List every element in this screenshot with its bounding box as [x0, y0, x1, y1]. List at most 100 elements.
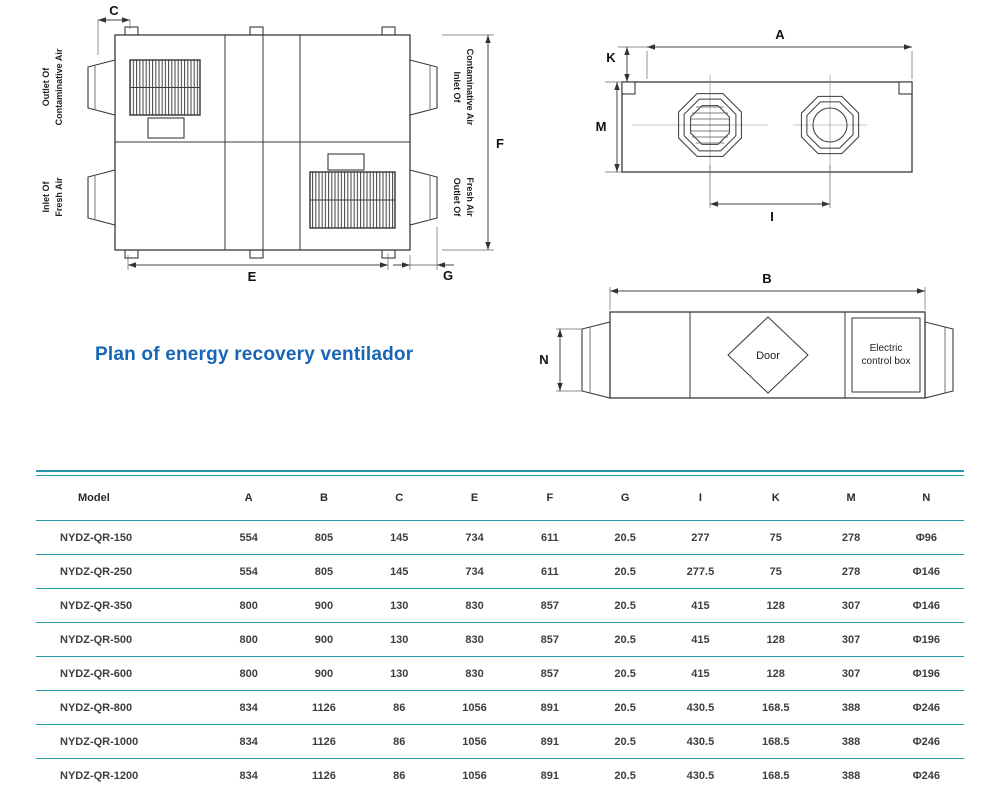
- model-cell: NYDZ-QR-1000: [36, 724, 211, 759]
- value-cell: 145: [361, 554, 437, 589]
- label-outlet-contaminative-2: Contaminative Air: [54, 48, 64, 125]
- control-box-label-1: Electric: [870, 343, 903, 354]
- value-cell: 830: [436, 588, 513, 623]
- value-cell: 168.5: [738, 690, 814, 725]
- column-header-m: M: [813, 475, 889, 521]
- fan-opening-right: [800, 95, 860, 155]
- value-cell: 277.5: [662, 554, 739, 589]
- value-cell: 128: [738, 622, 814, 657]
- model-cell: NYDZ-QR-350: [36, 588, 211, 623]
- model-cell: NYDZ-QR-600: [36, 656, 211, 691]
- value-cell: 430.5: [662, 724, 739, 759]
- dimension-e: E: [127, 253, 389, 284]
- value-cell: 1126: [286, 724, 362, 759]
- column-header-a: A: [211, 475, 287, 521]
- value-cell: 611: [512, 520, 588, 555]
- value-cell: 1056: [436, 690, 513, 725]
- duct-stubs: [87, 59, 438, 226]
- value-cell: 145: [361, 520, 437, 555]
- door-panel: [727, 316, 809, 394]
- value-cell: 734: [436, 520, 513, 555]
- value-cell: 834: [211, 724, 287, 759]
- value-cell: 1126: [286, 758, 362, 791]
- value-cell: 800: [211, 622, 287, 657]
- value-cell: 20.5: [587, 656, 663, 691]
- fan-grille-top-left: [129, 59, 201, 139]
- dimension-c: C: [97, 3, 131, 55]
- value-cell: 20.5: [587, 554, 663, 589]
- value-cell: 307: [813, 588, 889, 623]
- value-cell: 415: [662, 588, 739, 623]
- dim-label-c: C: [109, 3, 119, 18]
- value-cell: 800: [211, 656, 287, 691]
- value-cell: 900: [286, 622, 362, 657]
- model-cell: NYDZ-QR-800: [36, 690, 211, 725]
- value-cell: 388: [813, 690, 889, 725]
- value-cell: 834: [211, 758, 287, 791]
- model-cell: NYDZ-QR-500: [36, 622, 211, 657]
- value-cell: 168.5: [738, 724, 814, 759]
- front-body: Door Electric control box: [581, 311, 954, 399]
- value-cell: 388: [813, 724, 889, 759]
- value-cell: 277: [662, 520, 739, 555]
- value-cell: 20.5: [587, 588, 663, 623]
- value-cell: 130: [361, 622, 437, 657]
- value-cell: Φ196: [888, 622, 964, 657]
- value-cell: 388: [813, 758, 889, 791]
- model-cell: NYDZ-QR-250: [36, 554, 211, 589]
- dimension-a: A: [646, 27, 913, 79]
- column-header-model: Model: [36, 475, 211, 521]
- fan-opening-left: [678, 93, 742, 157]
- value-cell: 611: [512, 554, 588, 589]
- value-cell: 1056: [436, 758, 513, 791]
- dimension-n: N: [539, 328, 582, 392]
- value-cell: 128: [738, 656, 814, 691]
- value-cell: Φ196: [888, 656, 964, 691]
- value-cell: 834: [211, 690, 287, 725]
- dim-label-b: B: [762, 271, 771, 286]
- label-inlet-fresh-2: Fresh Air: [54, 177, 64, 217]
- value-cell: 86: [361, 758, 437, 791]
- column-header-k: K: [738, 475, 814, 521]
- value-cell: 130: [361, 656, 437, 691]
- value-cell: 20.5: [587, 622, 663, 657]
- value-cell: 805: [286, 554, 362, 589]
- value-cell: 86: [361, 690, 437, 725]
- value-cell: Φ246: [888, 724, 964, 759]
- value-cell: 20.5: [587, 758, 663, 791]
- dim-label-e: E: [248, 269, 257, 284]
- dim-label-k: K: [606, 50, 616, 65]
- value-cell: 307: [813, 656, 889, 691]
- value-cell: Φ146: [888, 554, 964, 589]
- fan-grille-bottom-right: [309, 153, 396, 229]
- column-header-c: C: [361, 475, 437, 521]
- dimension-f: F: [442, 34, 504, 251]
- plan-view-diagram: C F E G Outlet Of Contaminative: [41, 3, 504, 284]
- value-cell: 900: [286, 588, 362, 623]
- dimension-i: I: [709, 165, 831, 224]
- value-cell: 891: [512, 724, 588, 759]
- side-view-diagram: A K M I: [596, 27, 913, 224]
- value-cell: 891: [512, 758, 588, 791]
- column-header-g: G: [587, 475, 663, 521]
- value-cell: 805: [286, 520, 362, 555]
- value-cell: 20.5: [587, 690, 663, 725]
- dim-label-m: M: [596, 119, 607, 134]
- value-cell: 130: [361, 588, 437, 623]
- value-cell: 430.5: [662, 690, 739, 725]
- label-outlet-contaminative-1: Outlet Of: [41, 67, 51, 106]
- front-view-diagram: Door Electric control box B N: [539, 271, 954, 399]
- value-cell: 75: [738, 520, 814, 555]
- page-title: Plan of energy recovery ventilador: [95, 344, 414, 365]
- label-inlet-fresh-1: Inlet Of: [41, 180, 51, 212]
